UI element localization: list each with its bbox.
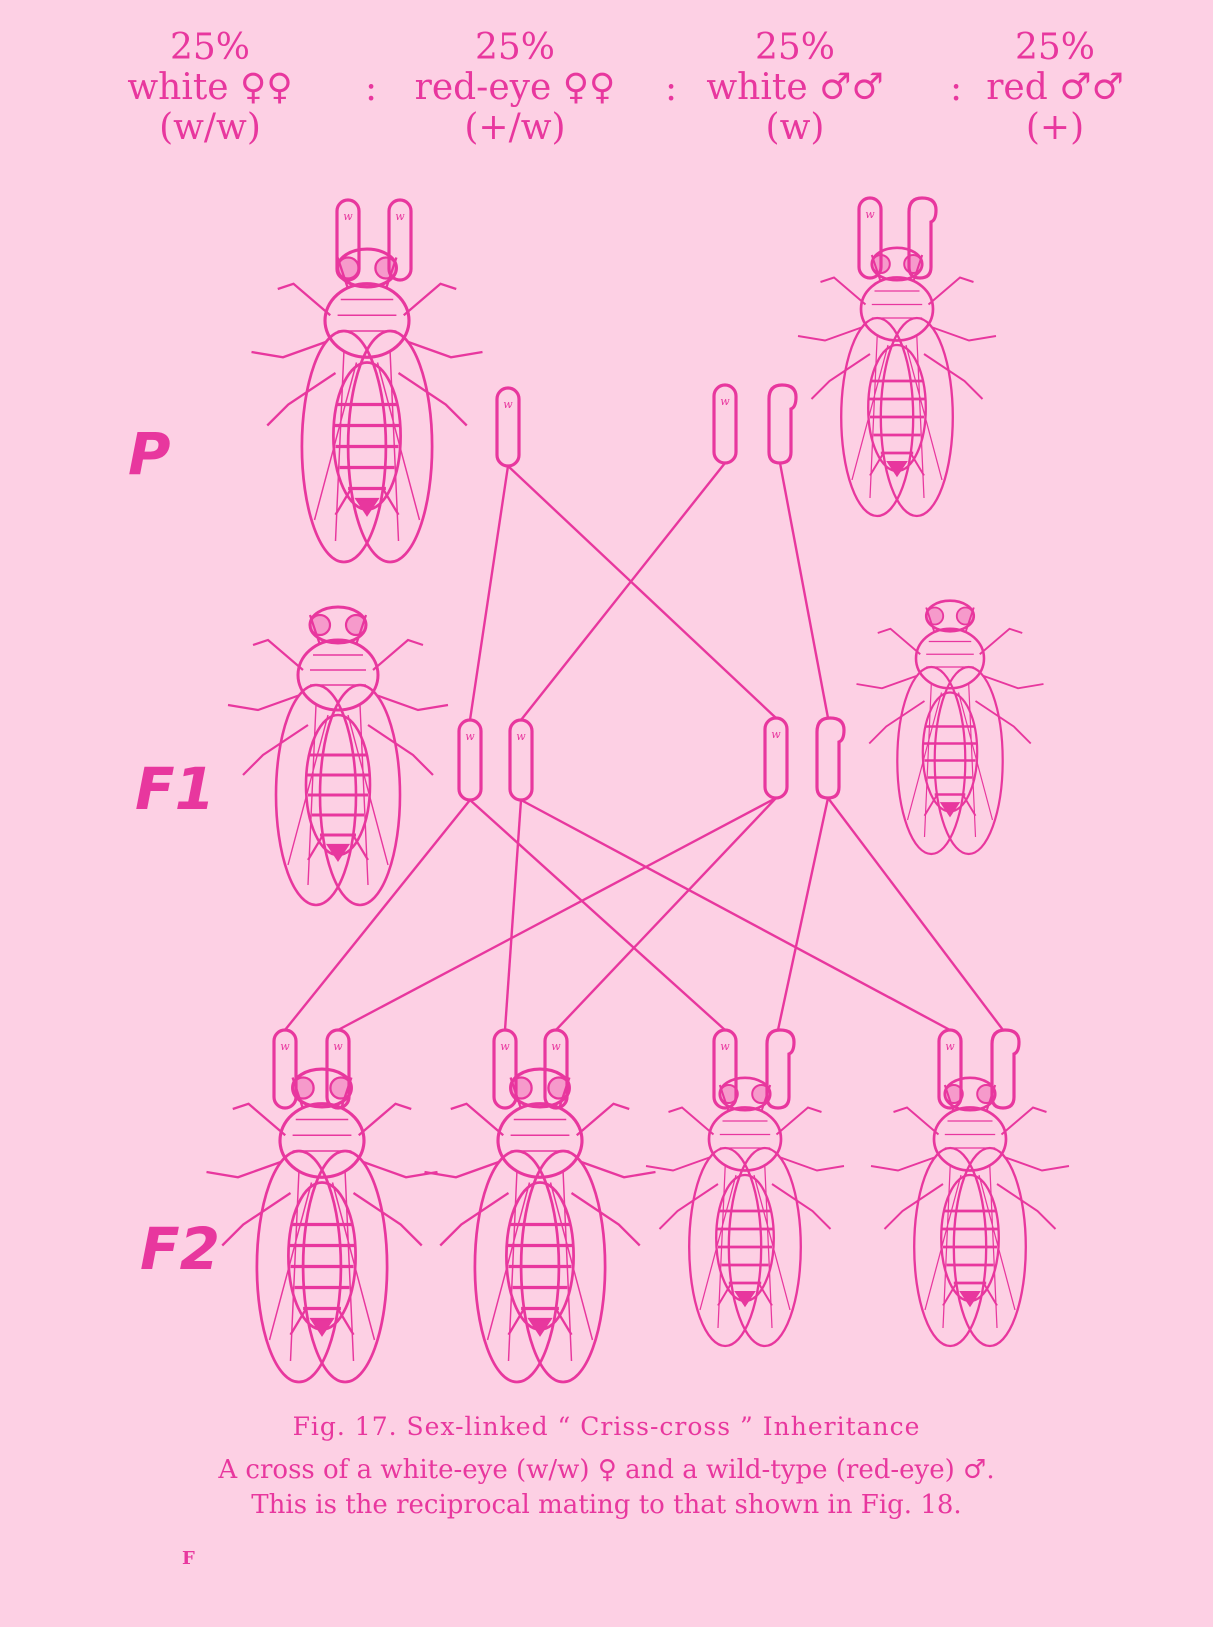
generation-label-f1: F1 <box>135 755 215 823</box>
chromosome-w-label: w <box>516 730 526 743</box>
chromosome-w-label: w <box>865 208 875 221</box>
chromosome-w-label: w <box>333 1040 343 1053</box>
inheritance-line <box>285 800 470 1030</box>
chromosome-w-label: w <box>720 1040 730 1053</box>
generation-label-p: P <box>128 420 171 488</box>
f2-male-fly-red <box>871 1078 1069 1346</box>
inheritance-lines <box>285 463 1003 1030</box>
chromosome-w-label: w <box>280 1040 290 1053</box>
inheritance-line <box>521 800 950 1030</box>
figure-caption-line1: A cross of a white-eye (w/w) ♀ and a wil… <box>0 1455 1213 1485</box>
p-female-fly <box>252 249 483 562</box>
figure-caption-line2: This is the reciprocal mating to that sh… <box>0 1490 1213 1520</box>
inheritance-line <box>521 463 725 720</box>
f1-female-fly <box>228 607 448 905</box>
flies <box>207 248 1070 1382</box>
inheritance-line <box>338 798 776 1030</box>
chromosome-w-label: w <box>720 395 730 408</box>
chromosome-w-label: w <box>500 1040 510 1053</box>
chromosome-w-label: w <box>395 210 405 223</box>
f2-male-fly-white <box>646 1078 844 1346</box>
p-male-fly <box>798 248 996 516</box>
figure-title: Fig. 17. Sex-linked “ Criss-cross ” Inhe… <box>0 1412 1213 1441</box>
chromosome-w-label: w <box>551 1040 561 1053</box>
chromosomes: w w w w w w w w w w w w w w <box>274 198 1019 1108</box>
inheritance-line <box>470 466 508 720</box>
inheritance-line <box>828 798 1003 1030</box>
inheritance-line <box>556 798 776 1030</box>
inheritance-line <box>508 466 776 718</box>
generation-label-f2: F2 <box>140 1215 220 1283</box>
f2-female-fly-white <box>207 1069 438 1382</box>
chromosome-w-label: w <box>503 398 513 411</box>
f1-male-fly <box>857 601 1044 854</box>
chromosome-w-label: w <box>771 728 781 741</box>
y-chromosome <box>817 718 844 798</box>
f2-female-fly-red <box>425 1069 656 1382</box>
chromosome-w-label: w <box>343 210 353 223</box>
chromosome-w-label: w <box>945 1040 955 1053</box>
y-chromosome <box>769 385 796 463</box>
chromosome-w-label: w <box>465 730 475 743</box>
folio-mark: F <box>182 1548 195 1569</box>
inheritance-line <box>778 798 828 1030</box>
inheritance-line <box>780 463 828 718</box>
